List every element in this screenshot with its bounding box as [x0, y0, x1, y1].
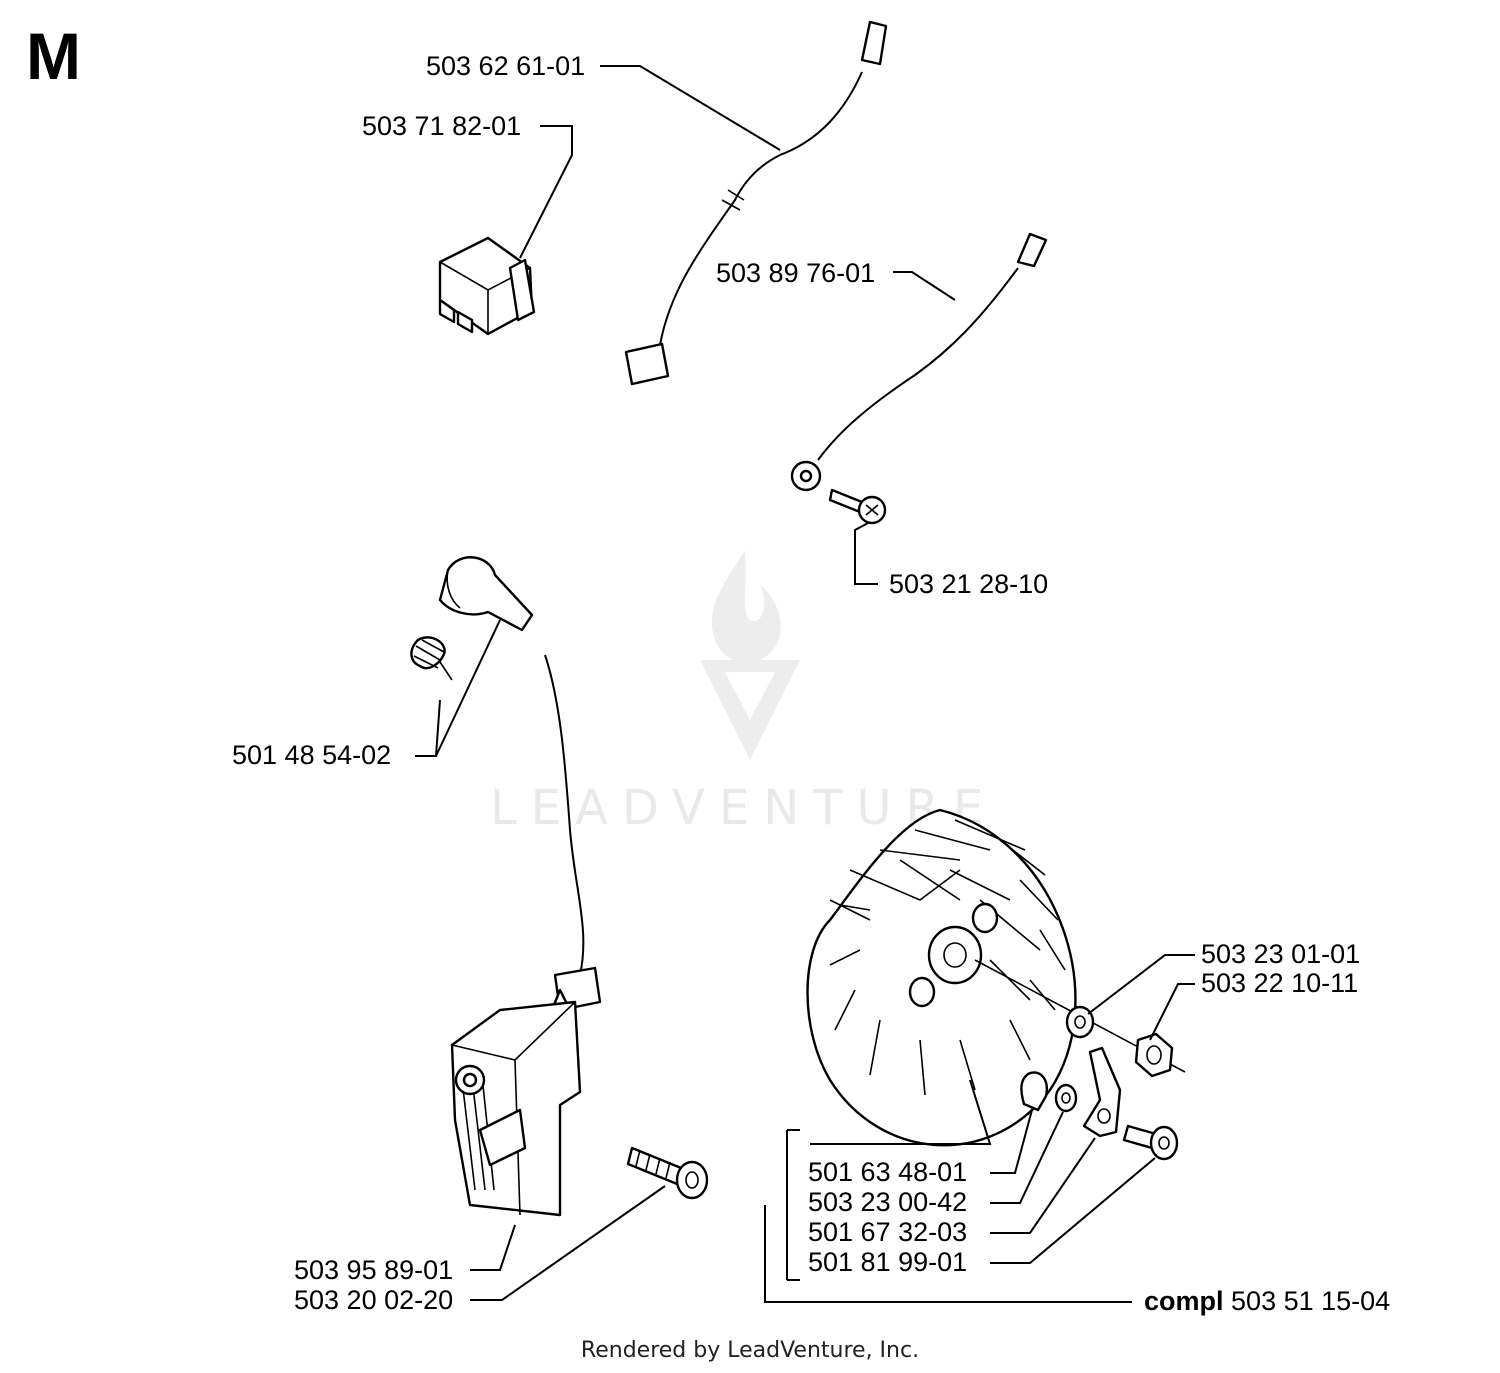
- spark-plug-cap-part: [410, 556, 534, 681]
- ignition-module-part: [450, 654, 602, 1217]
- watermark-logo-icon: [700, 550, 800, 760]
- flywheel-part: [806, 808, 1077, 1147]
- label-spark-plug-cap: 501 48 54-02: [232, 740, 392, 770]
- washer-part: [1054, 1083, 1078, 1113]
- leader-lines: [415, 65, 1195, 1303]
- label-compl-kit: compl 503 51 15-04: [1144, 1286, 1390, 1316]
- label-wire-long: 503 89 76-01: [716, 258, 876, 288]
- footer-credit: Rendered by LeadVenture, Inc.: [580, 1338, 920, 1363]
- label-module-screw: 503 20 02-20: [294, 1285, 454, 1315]
- label-flywheel-washer: 503 23 01-01: [1201, 939, 1361, 969]
- label-key: 501 63 48-01: [808, 1157, 968, 1187]
- switch-part: [438, 236, 536, 336]
- label-flywheel-nut: 503 22 10-11: [1201, 968, 1359, 998]
- wire-short-part: [624, 20, 888, 386]
- section-letter: M: [26, 19, 81, 93]
- label-ground-screw: 503 21 28-10: [889, 569, 1049, 599]
- flywheel-nut-part: [1134, 1032, 1174, 1078]
- compl-number: 503 51 15-04: [1231, 1286, 1391, 1316]
- label-wire-short: 503 62 61-01: [426, 51, 586, 81]
- wire-long-part: [790, 232, 1048, 492]
- watermark-text: LEADVENTURE: [490, 780, 998, 836]
- compl-prefix: compl: [1144, 1286, 1224, 1316]
- pawl-part: [1082, 1046, 1122, 1138]
- label-pawl-screw: 501 81 99-01: [808, 1247, 968, 1277]
- label-switch: 503 71 82-01: [362, 111, 522, 141]
- ground-screw-part: [828, 488, 887, 525]
- label-pawl: 501 67 32-03: [808, 1217, 968, 1247]
- flywheel-washer-part: [1065, 1005, 1095, 1039]
- key-part: [1020, 1071, 1049, 1112]
- label-washer: 503 23 00-42: [808, 1187, 968, 1217]
- label-ignition-module: 503 95 89-01: [294, 1255, 454, 1285]
- module-screw-part: [626, 1146, 709, 1200]
- pawl-screw-part: [1122, 1124, 1179, 1161]
